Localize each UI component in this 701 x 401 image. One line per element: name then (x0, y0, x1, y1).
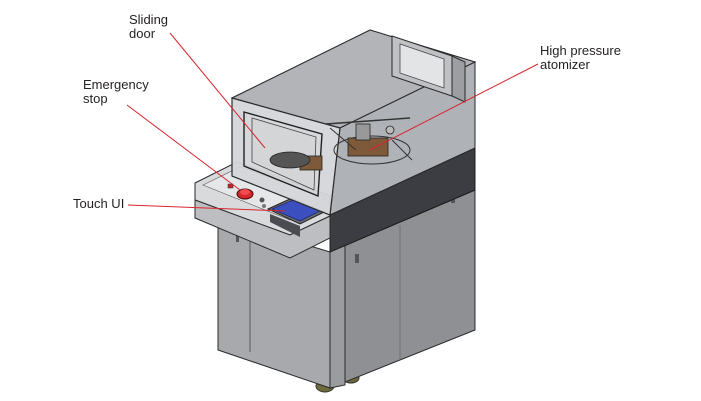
emergency-stop-button (227, 183, 266, 208)
leader-touch-ui (127, 204, 286, 212)
sliding-door-label: Sliding door (129, 12, 169, 41)
touch-ui-label: Touch UI (73, 196, 125, 211)
leader-sliding-door (169, 32, 266, 149)
leader-lines (126, 32, 539, 212)
atomizer-mechanism (269, 117, 413, 171)
touch-screen (266, 197, 326, 237)
emergency-stop-label: Emergency stop (83, 77, 149, 106)
high-pressure-atomizer-label: High pressure atomizer (540, 43, 621, 72)
leader-emergency-stop (126, 104, 241, 191)
leader-high-pressure-atomizer (369, 63, 539, 151)
lower-cabinet (217, 189, 476, 389)
